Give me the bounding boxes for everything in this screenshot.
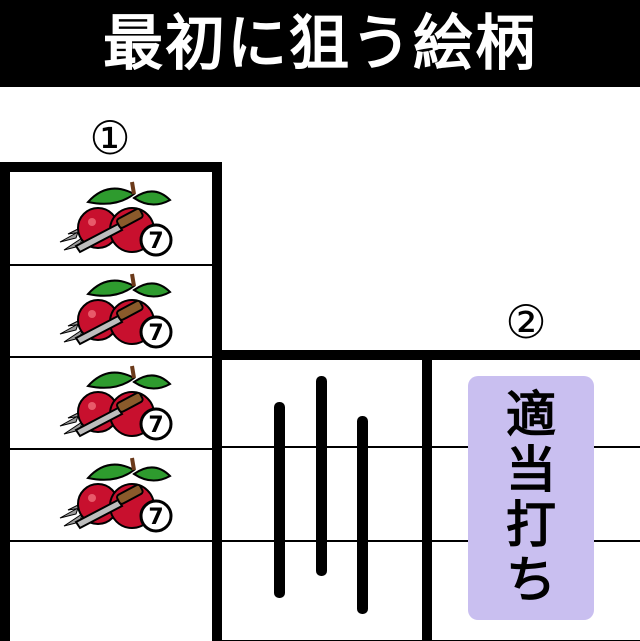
- reel-center: [212, 350, 432, 641]
- cell-divider: [10, 264, 212, 266]
- cell-divider: [10, 356, 212, 358]
- instruction-char: 当: [506, 441, 556, 499]
- reel-right: 適 当 打 ち: [422, 350, 640, 641]
- instruction-char: ち: [506, 551, 556, 609]
- bar-right: [357, 416, 368, 614]
- step-number-1: ①: [89, 111, 131, 165]
- cherry-seven-icon: [58, 452, 178, 534]
- step-number-2: ②: [505, 295, 547, 349]
- reel-left: [0, 162, 222, 641]
- cell-divider: [10, 540, 212, 542]
- bar-left: [274, 402, 285, 598]
- bar-symbols: [274, 376, 368, 614]
- page-title: 最初に狙う絵柄: [103, 8, 537, 79]
- cherry-seven-icon: [58, 176, 178, 258]
- cherry-seven-icon: [58, 360, 178, 442]
- instruction-char: 適: [506, 386, 556, 444]
- cherry-seven-icon: [58, 268, 178, 350]
- cell-divider: [10, 448, 212, 450]
- title-bar: 最初に狙う絵柄: [0, 0, 640, 87]
- bar-middle: [316, 376, 327, 576]
- instruction-box: 適 当 打 ち: [468, 376, 594, 620]
- instruction-char: 打: [506, 496, 556, 554]
